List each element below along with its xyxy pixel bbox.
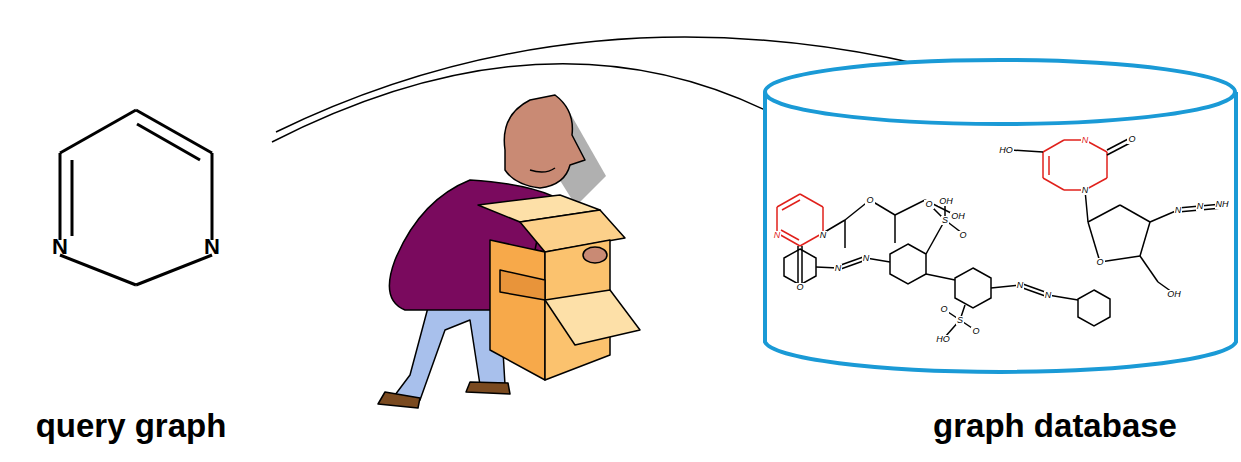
atom-label: N xyxy=(52,236,68,258)
atom-label: OH xyxy=(1166,290,1182,299)
atom-label: O xyxy=(1095,258,1104,267)
query-ring xyxy=(60,110,212,285)
atom-label: N xyxy=(1174,206,1183,215)
atom-label: N xyxy=(1196,202,1205,211)
atom-label: N xyxy=(1081,136,1090,145)
atom-label: N xyxy=(834,264,843,273)
atom-label: O xyxy=(865,196,874,205)
atom-label: O xyxy=(958,231,967,240)
man-clipart xyxy=(378,95,640,408)
atom-label: O xyxy=(1127,135,1136,144)
molecule-2 xyxy=(1010,138,1222,292)
atom-label: N xyxy=(773,231,782,240)
atom-label: N xyxy=(819,231,828,240)
atom-label: O xyxy=(971,327,980,336)
atom-label: OH xyxy=(938,197,954,206)
caption-label: query graph xyxy=(36,409,227,442)
database-cylinder xyxy=(765,60,1236,372)
atom-label: N xyxy=(1016,281,1025,290)
atom-label: O xyxy=(939,305,948,314)
atom-label: HO xyxy=(935,335,951,344)
caption-label: graph database xyxy=(933,409,1177,442)
atom-label: N xyxy=(204,236,220,258)
atom-label: OH xyxy=(950,212,966,221)
atom-label: N xyxy=(1081,186,1090,195)
atom-label: N xyxy=(862,254,871,263)
atom-label: N xyxy=(1044,291,1053,300)
molecule-1 xyxy=(777,194,955,283)
atom-label: S xyxy=(956,316,964,325)
molecule-3 xyxy=(784,203,1110,337)
atom-label: HO xyxy=(998,146,1014,155)
atom-label: NH xyxy=(1215,200,1230,209)
atom-label: O xyxy=(795,283,804,292)
atom-label: S xyxy=(941,216,949,225)
atom-label: O xyxy=(924,200,933,209)
